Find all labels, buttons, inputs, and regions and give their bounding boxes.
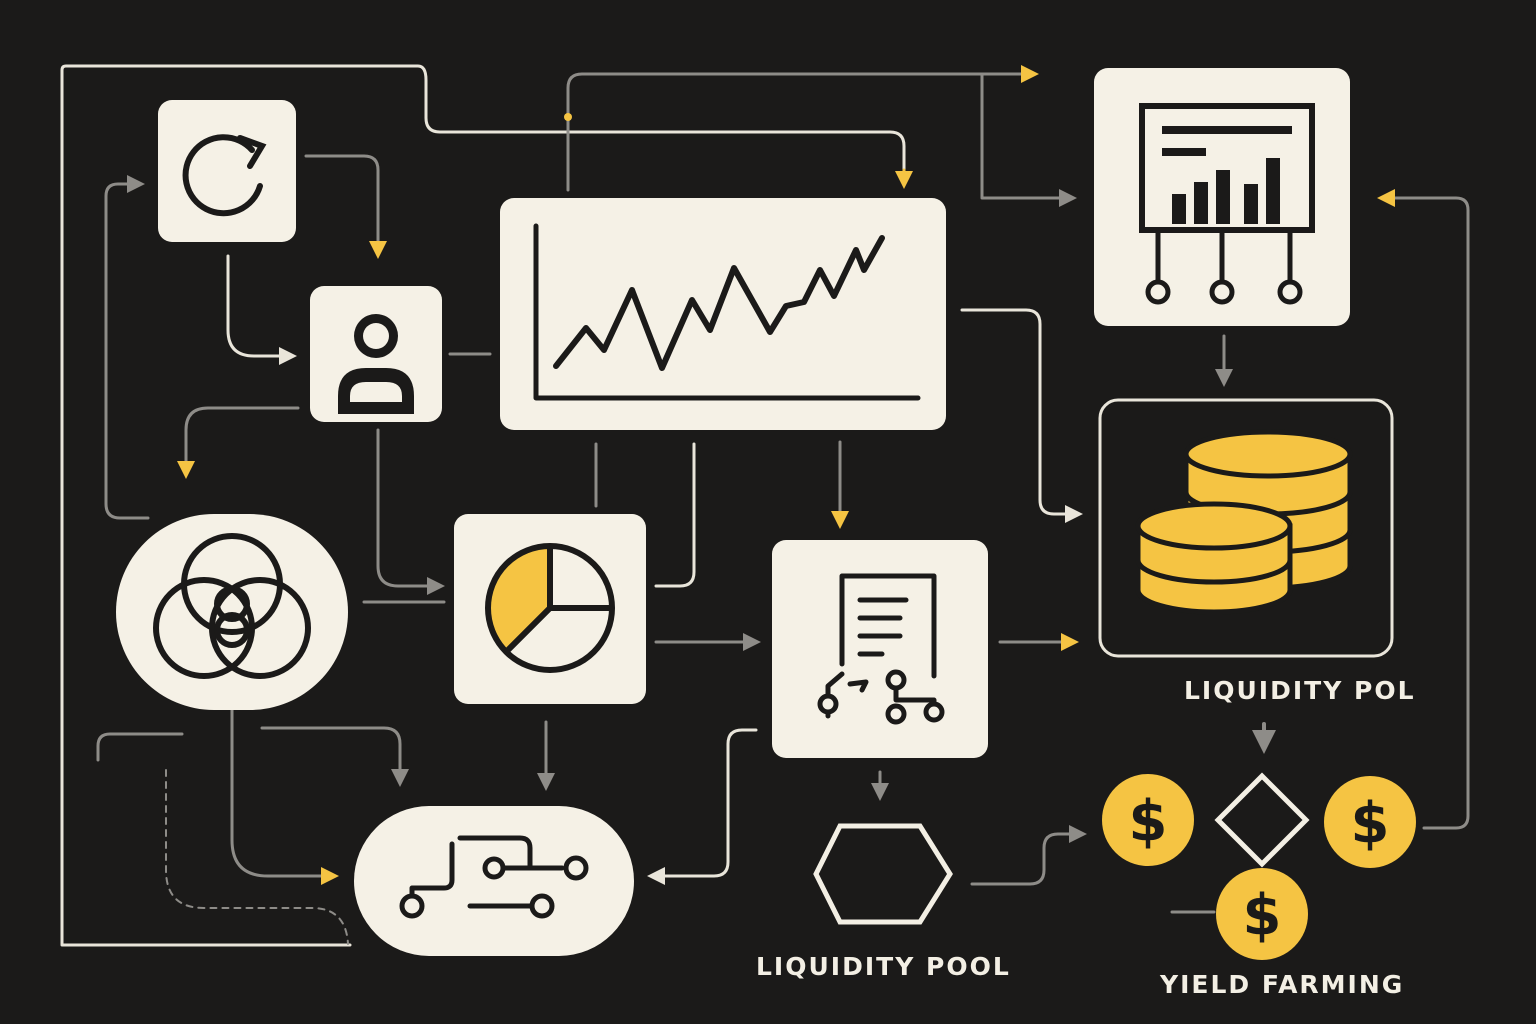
bar-chart-circuit-icon [1139,103,1315,305]
junction-dot [564,113,572,121]
connector-outer-frame [60,64,906,947]
coin-stack-node[interactable] [1098,398,1394,658]
refresh-node[interactable] [158,100,296,242]
pie-node[interactable] [454,514,646,704]
connectors [60,64,1470,947]
connector-top-to-dashboard [980,72,1077,207]
connector-chart-to-top [566,65,1039,192]
connector-user-to-pie [376,428,445,595]
connector-refresh-down [226,254,297,365]
dollar-coin-right-symbol: $ [1351,791,1390,856]
circuit-icon [399,835,589,919]
dollar-coin-bottom-symbol: $ [1243,883,1282,948]
liquidity-pool-label: LIQUIDITY POOL [756,952,1011,981]
yield-farming-label: YIELD FARMING [1160,970,1405,999]
dashboard-node[interactable] [1094,68,1350,326]
connector-venn-to-circuit-1 [230,708,339,885]
venn-diagram-icon [153,533,311,679]
connector-venn-to-circuit-2 [260,726,409,787]
connector-yield-loop [1377,189,1470,830]
price-chart-node[interactable] [500,198,946,430]
refresh-icon [182,134,267,217]
hexagon-icon [813,823,953,925]
diamond-node[interactable] [1214,772,1310,868]
dollar-coin-right[interactable]: $ [1324,776,1416,868]
connector-hexagon-to-yield [970,825,1087,886]
circuit-node[interactable] [354,806,634,956]
user-icon [338,314,414,414]
pie-chart-icon [485,543,615,673]
dollar-coin-left-symbol: $ [1129,789,1168,854]
coin-stack-icon [1135,429,1353,615]
hexagon-node[interactable] [813,823,953,925]
connector-left-bracket [96,732,184,762]
document-circuit-icon [817,573,945,725]
connector-chart-to-pie-right [654,442,696,588]
contract-node[interactable] [772,540,988,758]
dollar-coin-left[interactable]: $ [1102,774,1194,866]
connector-venn-to-refresh [104,175,150,520]
diamond-icon [1214,772,1310,868]
line-chart-icon [533,223,921,401]
user-node[interactable] [310,286,442,422]
connector-chart-to-coins [960,308,1083,523]
dollar-coin-bottom[interactable]: $ [1216,868,1308,960]
liquidity-pol-label: LIQUIDITY POL [1184,676,1416,705]
connector-user-to-venn [177,406,300,479]
connector-dashed [165,769,349,945]
venn-node[interactable] [116,514,348,710]
connector-contract-to-circuit [647,728,758,885]
connector-refresh-right [304,154,387,259]
